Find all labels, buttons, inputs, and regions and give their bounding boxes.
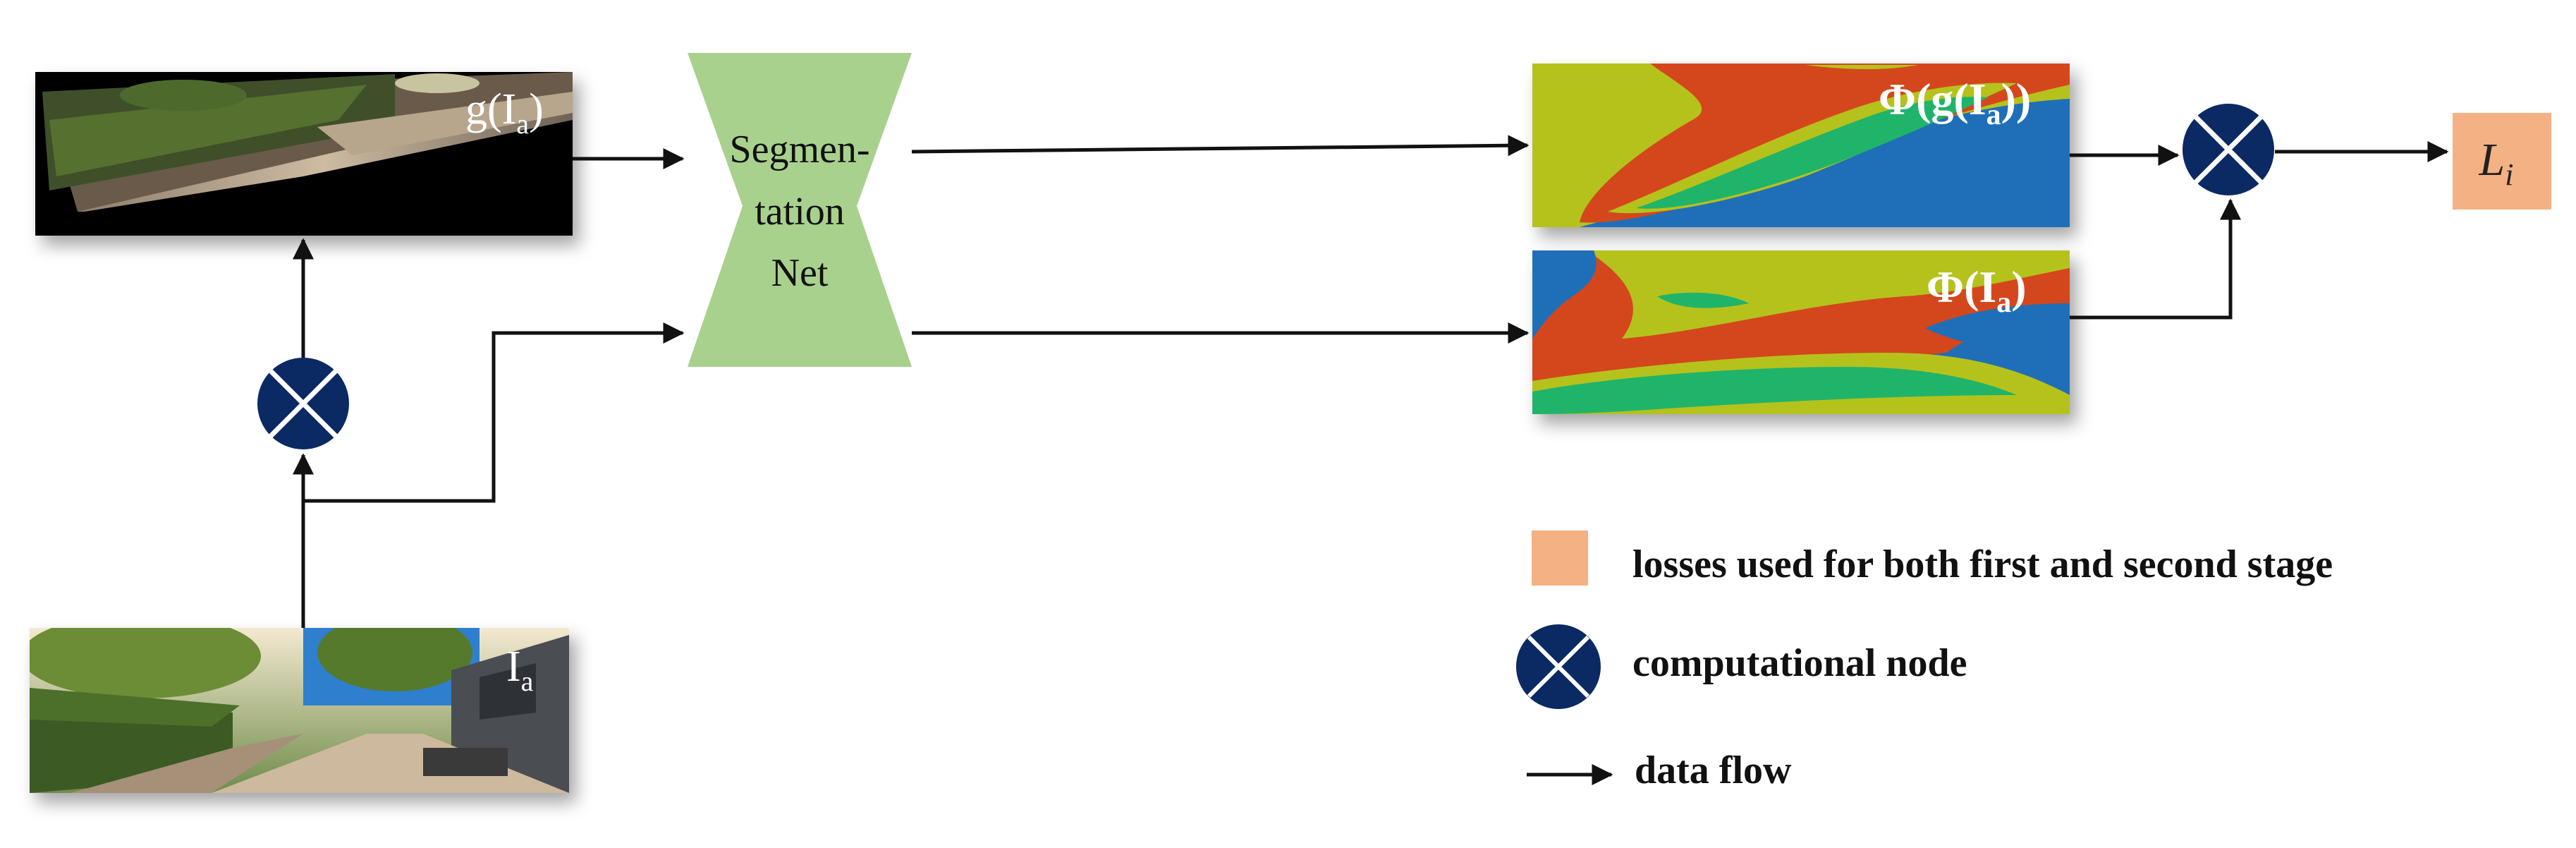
arrow-seg-input-to-node xyxy=(2070,198,2241,320)
segmentation-transformed-label: Φ(g(Ia)) xyxy=(1879,74,2031,131)
input-image-label: Ia xyxy=(506,643,534,697)
legend-flow-text: data flow xyxy=(1635,749,1792,792)
loss-label: Li xyxy=(2479,134,2514,192)
arrow-input-to-segnet xyxy=(303,322,685,503)
segmentation-map-input-content xyxy=(1532,250,2070,414)
segmentation-input-label: Φ(Ia) xyxy=(1927,262,2027,319)
legend-node-text: computational node xyxy=(1632,641,1967,685)
legend: losses used for both first and second st… xyxy=(1516,531,2333,792)
input-image-content xyxy=(30,628,569,793)
transformed-image-content xyxy=(35,72,573,236)
segmentation-map-transformed-content xyxy=(1532,63,2070,227)
loss-box xyxy=(2453,113,2551,210)
computational-node-left xyxy=(257,358,349,449)
transformed-image-label: g(Ia) xyxy=(465,85,544,140)
legend-node-swatch xyxy=(1516,624,1601,709)
arrow-segnet-to-seg-transformed xyxy=(911,135,1530,157)
segnet-label-line3: Net xyxy=(771,251,829,295)
legend-loss-swatch xyxy=(1532,531,1588,586)
computational-node-right xyxy=(2183,104,2274,195)
segnet-label-line2: tation xyxy=(755,190,845,234)
segmentation-net xyxy=(688,53,912,367)
legend-loss-text: losses used for both first and second st… xyxy=(1632,543,2333,586)
data-flow-arrows xyxy=(293,135,2449,628)
segnet-label-line1: Segmen- xyxy=(729,128,869,171)
